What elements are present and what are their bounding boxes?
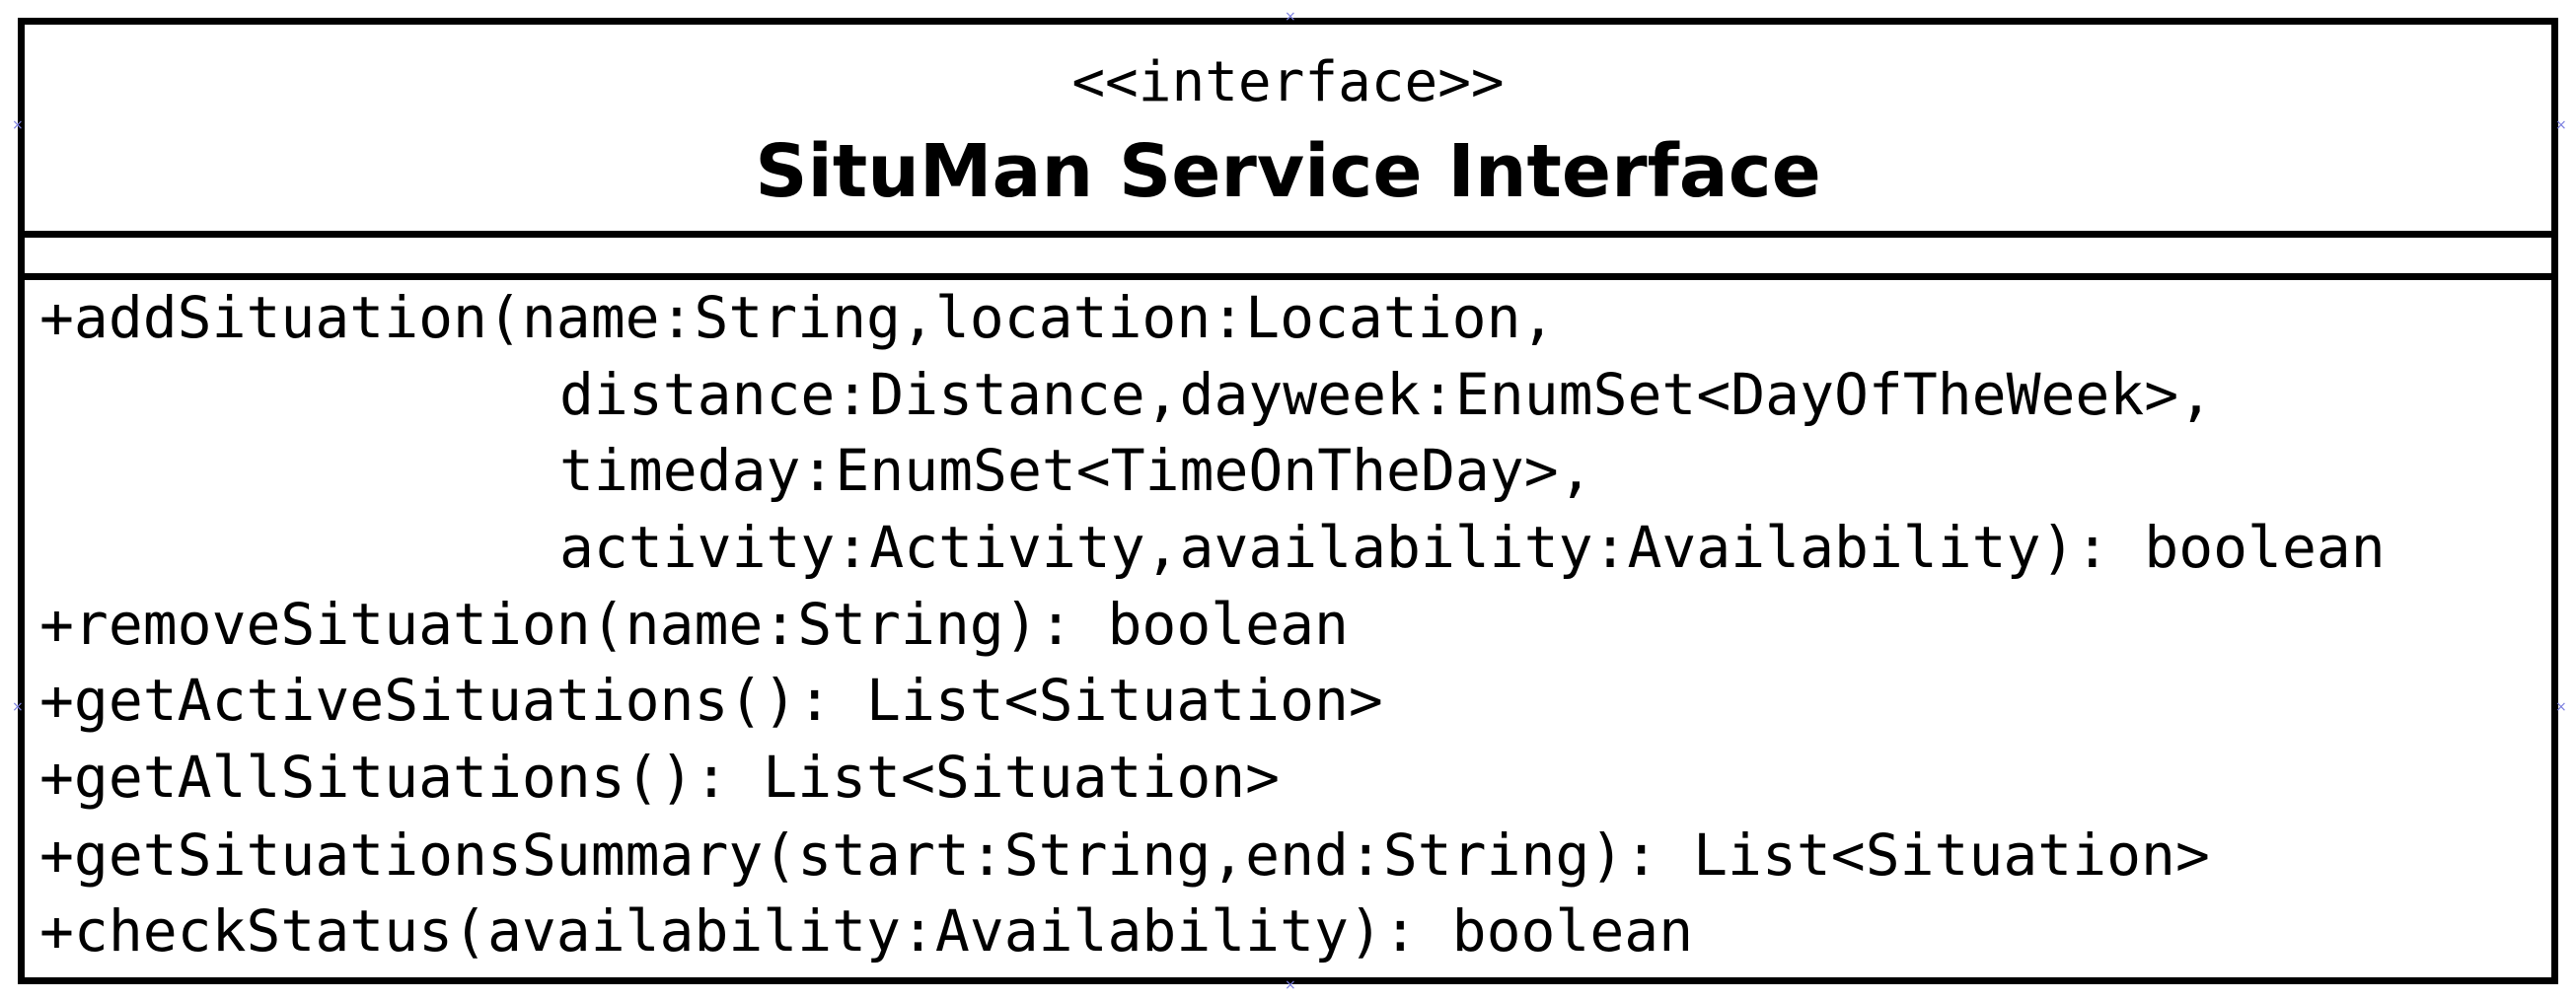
uml-interface-box[interactable]: <<interface>> SituMan Service Interface …	[18, 18, 2558, 984]
operation-remove-situation: +removeSituation(name:String): boolean	[39, 591, 1349, 658]
selection-handle-right-upper[interactable]: ×	[2555, 117, 2567, 133]
operation-add-situation-line-1: +addSituation(name:String,location:Locat…	[39, 284, 1556, 351]
operation-get-all-situations: +getAllSituations(): List<Situation>	[39, 744, 1281, 811]
selection-handle-left-lower[interactable]: ×	[12, 699, 24, 715]
operation-check-status: +checkStatus(availability:Availability):…	[39, 897, 1694, 965]
selection-handle-right-lower[interactable]: ×	[2555, 699, 2567, 715]
interface-stereotype: <<interface>>	[1071, 50, 1505, 114]
attributes-compartment	[25, 238, 2551, 280]
operation-add-situation-line-4: activity:Activity,availability:Availabil…	[559, 514, 2386, 581]
operation-add-situation-line-3: timeday:EnumSet<TimeOnTheDay>,	[559, 437, 1593, 504]
operation-get-active-situations: +getActiveSituations(): List<Situation>	[39, 667, 1383, 734]
operation-add-situation-line-2: distance:Distance,dayweek:EnumSet<DayOfT…	[559, 361, 2214, 428]
interface-header: <<interface>> SituMan Service Interface	[25, 25, 2551, 238]
selection-handle-bottom[interactable]: ×	[1285, 977, 1296, 993]
selection-handle-top[interactable]: ×	[1285, 9, 1296, 25]
interface-name: SituMan Service Interface	[755, 129, 1821, 214]
operation-get-situations-summary: +getSituationsSummary(start:String,end:S…	[39, 822, 2210, 889]
selection-handle-left-upper[interactable]: ×	[12, 117, 24, 133]
operations-compartment: +addSituation(name:String,location:Locat…	[25, 280, 2551, 977]
